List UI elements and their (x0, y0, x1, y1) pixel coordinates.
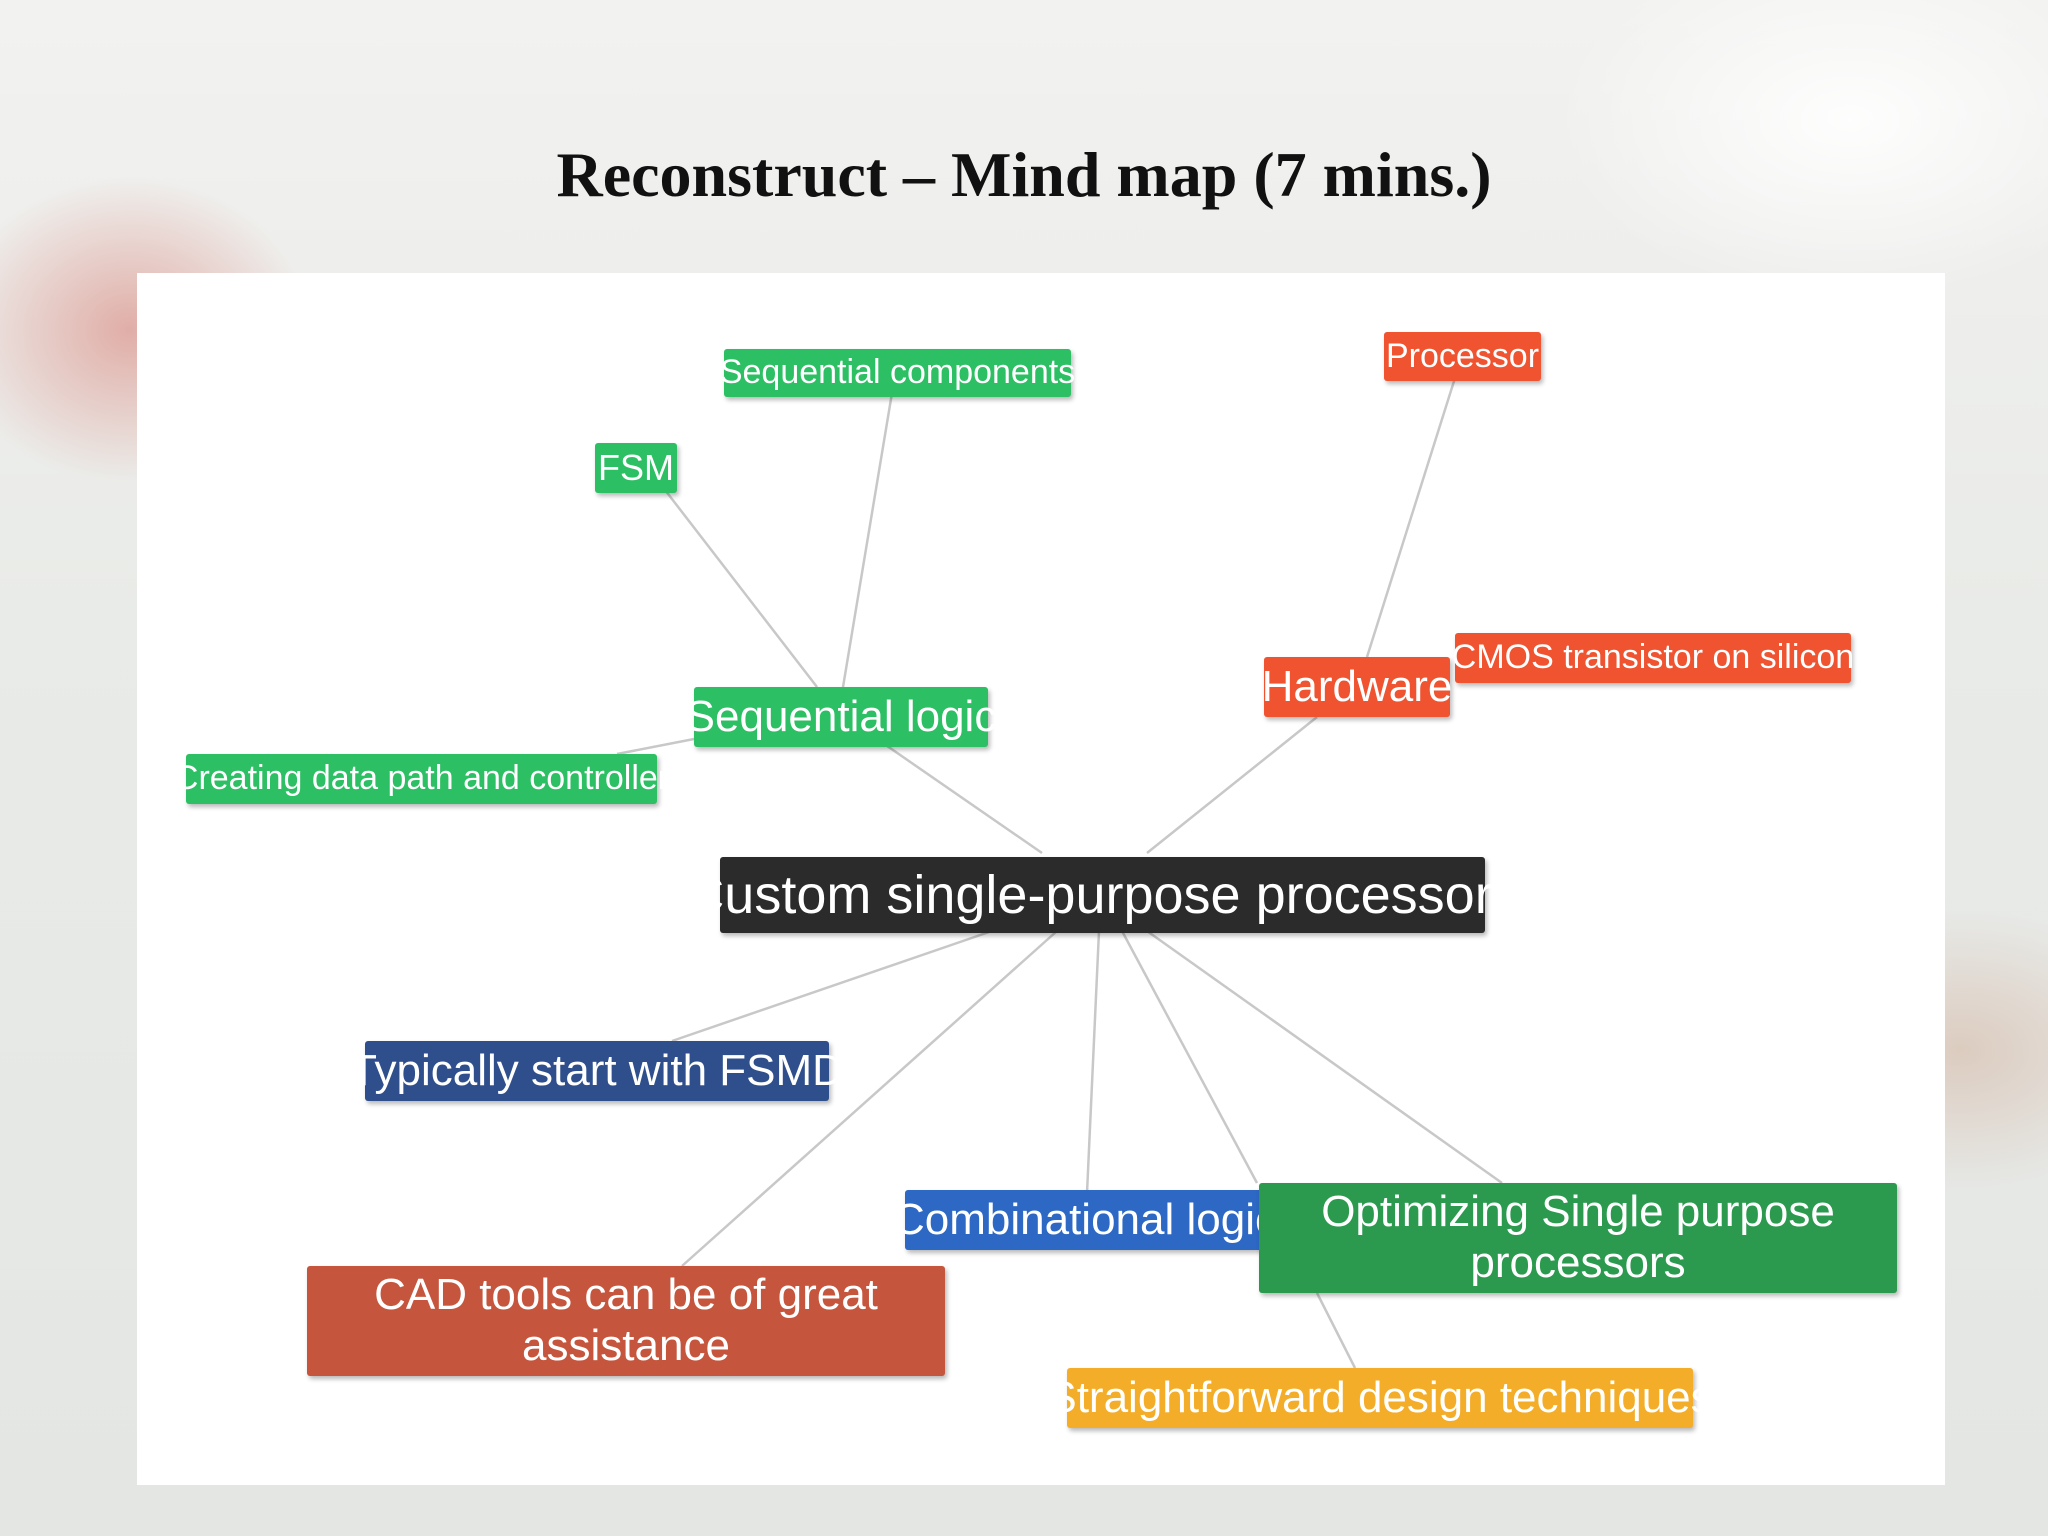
node-cad-tools[interactable]: CAD tools can be of great assistance (307, 1266, 945, 1376)
link-optimizing-straightforward (1315, 1292, 1357, 1369)
node-center-custom-single-purpose-processors[interactable]: Custom single-purpose processors (685, 857, 1520, 933)
link-sequential-logic-creating-data-path (616, 737, 695, 756)
slide-title: Reconstruct – Mind map (7 mins.) (556, 139, 1492, 210)
node-fsm[interactable]: FSM (595, 443, 677, 493)
mind-map-panel: Sequential components FSM Sequential log… (137, 273, 1945, 1485)
link-hardware-processor (1365, 377, 1457, 658)
node-sequential-components[interactable]: Sequential components (720, 349, 1075, 397)
mind-map-links (616, 377, 1503, 1369)
node-optimizing-single-purpose[interactable]: Optimizing Single purpose processors (1259, 1183, 1897, 1293)
link-center-optimizing-right (1146, 929, 1503, 1185)
link-sequential-logic-sequential-components (841, 392, 894, 688)
link-sequential-logic-fsm (654, 476, 818, 688)
node-cmos-transistor[interactable]: CMOS transistor on silicon (1452, 633, 1854, 683)
link-center-sequential-logic (876, 737, 1043, 855)
link-center-optimizing (1120, 930, 1259, 1184)
link-center-typically-start (671, 929, 993, 1043)
node-processor[interactable]: Processor (1384, 332, 1541, 381)
node-sequential-logic[interactable]: Sequential logic (686, 687, 996, 747)
node-hardware[interactable]: Hardware (1262, 657, 1452, 717)
link-center-cad-tools (681, 930, 1058, 1267)
node-creating-data-path[interactable]: Creating data path and controller (174, 754, 669, 804)
link-center-combinational-logic (1085, 930, 1101, 1194)
node-typically-start-fsmd[interactable]: Typically start with FSMD (350, 1041, 844, 1101)
link-center-hardware (1146, 716, 1318, 854)
node-straightforward-design[interactable]: Straightforward design techniques (1047, 1368, 1713, 1428)
node-combinational-logic[interactable]: Combinational logic (893, 1190, 1277, 1250)
